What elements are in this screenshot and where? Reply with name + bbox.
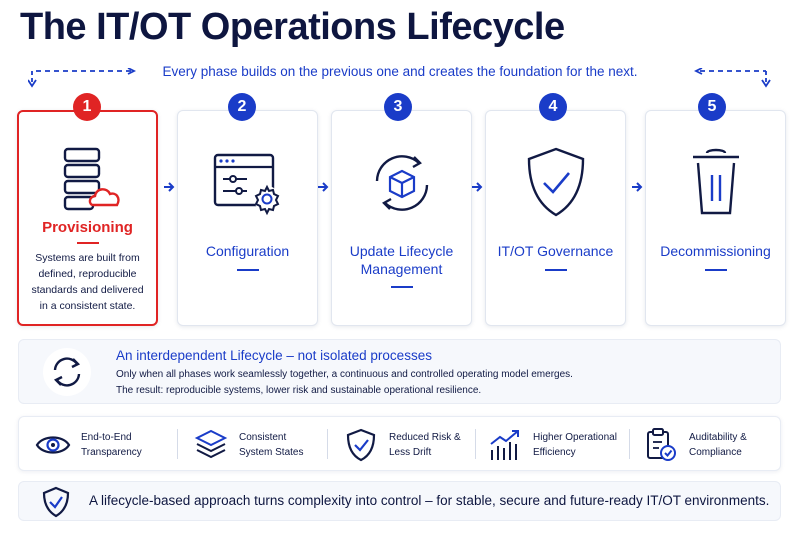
shield-check-icon [41, 486, 71, 523]
chevron-right-icon [318, 182, 329, 192]
phase-title: IT/OT Governance [497, 243, 614, 259]
phase-underline [544, 269, 567, 271]
phase-underline [76, 242, 99, 244]
benefit-transparency: End-to-End Transparency [35, 417, 161, 472]
footer-statement: A lifecycle-based approach turns complex… [89, 493, 770, 508]
phase-title: Decommissioning [660, 243, 771, 259]
phase-title: Configuration [205, 243, 290, 259]
chevron-right-icon [472, 182, 483, 192]
benefit-reduced-risk: Reduced Risk & Less Drift [343, 417, 469, 472]
shield-check-icon [343, 427, 379, 463]
window-gear-icon [178, 139, 317, 227]
phase-title: Provisioning [42, 219, 133, 236]
shield-check-icon [486, 139, 625, 227]
benefits-panel: End-to-End Transparency Consistent Syste… [18, 416, 781, 471]
phase-badge-5: 5 [698, 93, 726, 121]
cube-refresh-icon [332, 139, 471, 227]
phase-badge-2: 2 [228, 93, 256, 121]
divider [327, 429, 328, 459]
growth-chart-icon [487, 427, 523, 463]
refresh-cycle-icon [43, 348, 91, 396]
interdependent-line-1: Only when all phases work seamlessly tog… [116, 369, 573, 380]
divider [475, 429, 476, 459]
phase-card-configuration[interactable]: Configuration [177, 110, 318, 326]
chevron-right-icon [164, 182, 175, 192]
benefit-label: Higher Operational Efficiency [533, 431, 617, 458]
eye-icon [35, 427, 71, 463]
benefit-label: Auditability & Compliance [689, 431, 747, 458]
benefit-label: End-to-End Transparency [81, 431, 142, 458]
divider [629, 429, 630, 459]
interdependent-line-2: The result: reproducible systems, lower … [116, 385, 482, 396]
chevron-right-icon [632, 182, 643, 192]
benefit-label: Consistent System States [239, 431, 304, 458]
footer-panel: A lifecycle-based approach turns complex… [18, 481, 781, 521]
interdependent-panel: An interdependent Lifecycle – not isolat… [18, 339, 781, 404]
phase-badge-4: 4 [539, 93, 567, 121]
benefit-auditability: Auditability & Compliance [643, 417, 769, 472]
subtitle: Every phase builds on the previous one a… [162, 64, 638, 79]
server-cloud-icon [19, 134, 156, 222]
phase-description: Systems are built from defined, reproduc… [31, 252, 144, 312]
dashed-arrow-left-icon [28, 68, 137, 88]
divider [177, 429, 178, 459]
trash-icon [646, 139, 785, 227]
benefit-consistent-states: Consistent System States [193, 417, 319, 472]
phase-underline [236, 269, 259, 271]
phase-badge-1: 1 [73, 93, 101, 121]
phase-card-decommissioning[interactable]: Decommissioning [645, 110, 786, 326]
page-title: The IT/OT Operations Lifecycle [20, 6, 565, 48]
phase-badge-3: 3 [384, 93, 412, 121]
phase-title: Update Lifecycle Management [349, 243, 454, 277]
subtitle-row: Every phase builds on the previous one a… [0, 64, 800, 88]
phase-underline [704, 269, 727, 271]
layers-icon [193, 427, 229, 463]
phase-underline [390, 286, 413, 288]
phase-card-update-lifecycle[interactable]: Update Lifecycle Management [331, 110, 472, 326]
benefit-label: Reduced Risk & Less Drift [389, 431, 461, 458]
clipboard-check-icon [643, 427, 679, 463]
benefit-efficiency: Higher Operational Efficiency [487, 417, 623, 472]
phase-card-governance[interactable]: IT/OT Governance [485, 110, 626, 326]
dashed-arrow-right-icon [694, 68, 771, 88]
interdependent-title: An interdependent Lifecycle – not isolat… [116, 348, 432, 363]
phase-card-provisioning[interactable]: Provisioning Systems are built from defi… [17, 110, 158, 326]
